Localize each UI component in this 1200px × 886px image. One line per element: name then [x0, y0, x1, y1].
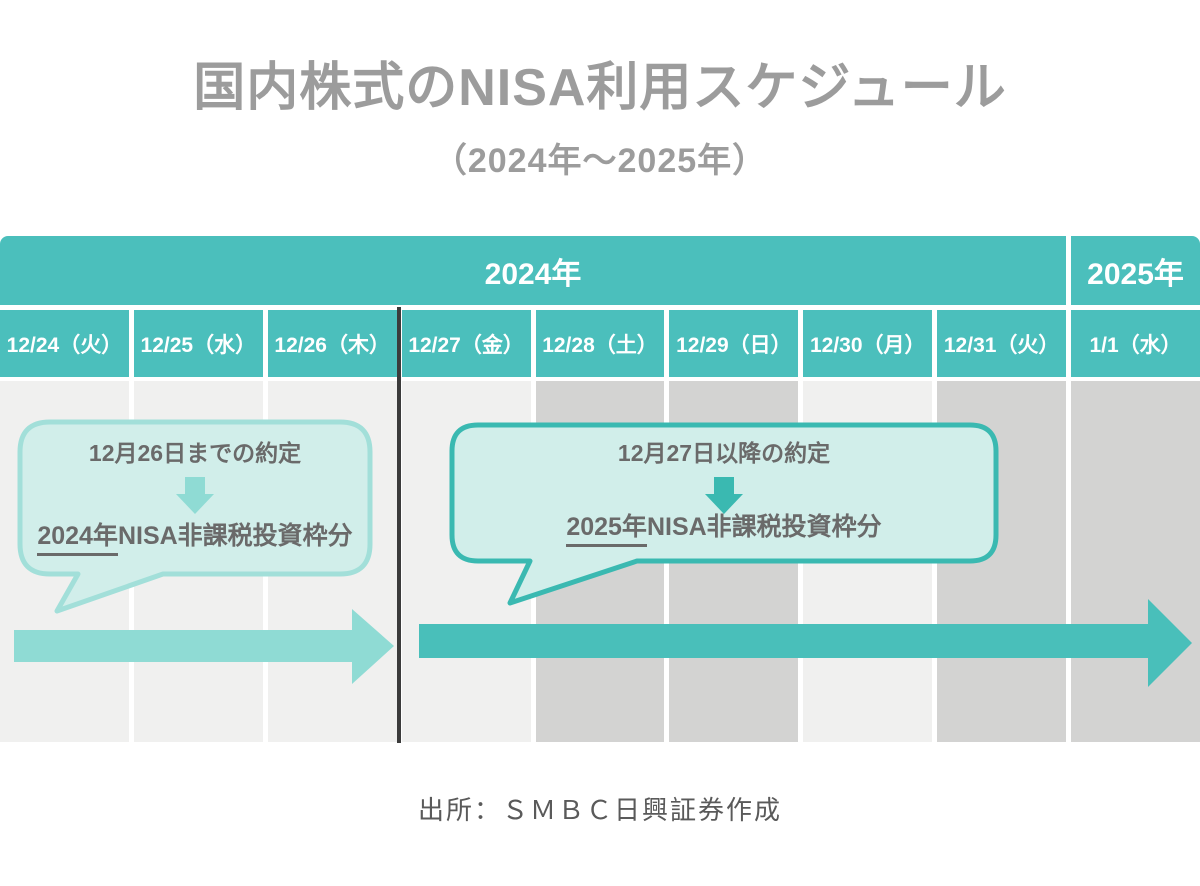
year-header-row: 2024年 2025年 — [0, 236, 1200, 305]
page-subtitle: （2024年～2025年） — [432, 142, 768, 180]
result-text-rest: NISA非課税投資枠分 — [117, 522, 353, 550]
speech-bubble-2024 — [17, 419, 373, 614]
date-header-12-29: 12/29（日） — [669, 310, 799, 377]
date-header-12-25: 12/25（水） — [133, 310, 263, 377]
timeline-arrow-2025-icon — [419, 599, 1192, 687]
day-column — [1071, 381, 1200, 742]
underlined-year: 2025年 — [566, 513, 647, 547]
date-header-row: 12/24（火） 12/25（水） 12/26（木） 12/27（金） 12/2… — [0, 310, 1200, 377]
timeline-arrow-2024-icon — [14, 609, 394, 684]
underlined-year: 2024年 — [37, 522, 118, 556]
date-header-12-28: 12/28（土） — [535, 310, 665, 377]
year-boundary-divider — [397, 307, 401, 743]
page-title: 国内株式のNISA利用スケジュール — [193, 59, 1007, 117]
year-header-2024: 2024年 — [0, 236, 1067, 305]
date-header-1-1: 1/1（水） — [1071, 310, 1200, 377]
bubble-2024-result-text: 2024年NISA非課税投資枠分 — [5, 522, 385, 556]
down-arrow-icon — [176, 477, 214, 514]
year-header-2025: 2025年 — [1071, 236, 1200, 305]
date-header-12-26: 12/26（木） — [267, 310, 397, 377]
bubble-2025-result-text: 2025年NISA非課税投資枠分 — [452, 513, 996, 547]
date-header-12-27: 12/27（金） — [401, 310, 531, 377]
bubble-2025-condition-text: 12月27日以降の約定 — [617, 440, 831, 466]
source-note: 出所：ＳＭＢＣ日興証券作成 — [417, 795, 782, 825]
bubble-2024-condition-text: 12月26日までの約定 — [88, 440, 302, 466]
down-arrow-icon — [705, 477, 743, 514]
date-header-12-30: 12/30（月） — [803, 310, 933, 377]
date-header-12-31: 12/31（火） — [937, 310, 1067, 377]
date-header-12-24: 12/24（火） — [0, 310, 129, 377]
result-text-rest: NISA非課税投資枠分 — [646, 513, 882, 541]
